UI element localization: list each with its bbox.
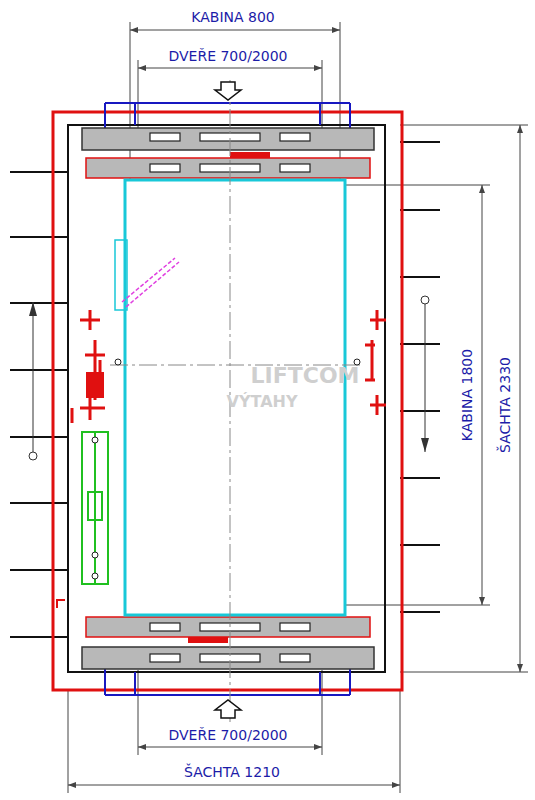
dimension-label: ŠACHTA 2330 (498, 357, 512, 453)
dimension-label: ŠACHTA 1210 (184, 765, 280, 779)
dimension-label: DVEŘE 700/2000 (168, 728, 287, 742)
watermark: VÝTAHY (227, 394, 298, 410)
dimension-label: KABINA 800 (191, 10, 274, 24)
dimension-label: KABINA 1800 (460, 349, 474, 441)
dimension-label: DVEŘE 700/2000 (168, 49, 287, 63)
watermark: LIFTCOM (251, 365, 360, 387)
